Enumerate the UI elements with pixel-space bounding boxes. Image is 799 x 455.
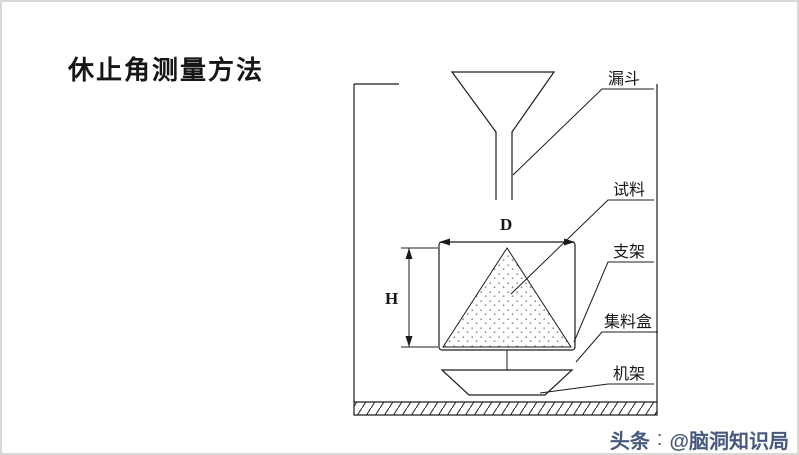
collection-box-label: 集料盒	[604, 313, 652, 331]
powder-cone	[443, 248, 571, 347]
ground-hatch-rect	[354, 402, 657, 415]
d-arrow-right-icon	[564, 238, 575, 246]
support-label: 支架	[613, 243, 645, 261]
leader-collection-box-line	[576, 332, 658, 362]
h-arrow-top-icon	[405, 248, 413, 259]
funnel-label: 漏斗	[608, 70, 640, 88]
watermark-handle: @脑洞知识局	[669, 431, 789, 453]
leader-frame-line	[540, 384, 654, 393]
stand-pedestal	[442, 370, 572, 395]
leader-support-line	[574, 262, 654, 342]
material-label: 试料	[613, 181, 645, 199]
frame-label: 机架	[613, 365, 645, 383]
h-arrow-bottom-icon	[405, 336, 413, 347]
dimension-d-label: D	[500, 215, 512, 234]
funnel-shape	[452, 72, 554, 200]
leader-material-line	[511, 200, 654, 294]
dimension-h-label: H	[385, 289, 398, 308]
watermark-separator: :	[656, 428, 663, 450]
page-title: 休止角测量方法	[68, 55, 265, 85]
d-arrow-left-icon	[439, 238, 450, 246]
watermark: 头条 : @脑洞知识局	[609, 425, 789, 453]
leader-funnel-line	[513, 89, 654, 175]
watermark-brand: 头条	[609, 431, 650, 453]
